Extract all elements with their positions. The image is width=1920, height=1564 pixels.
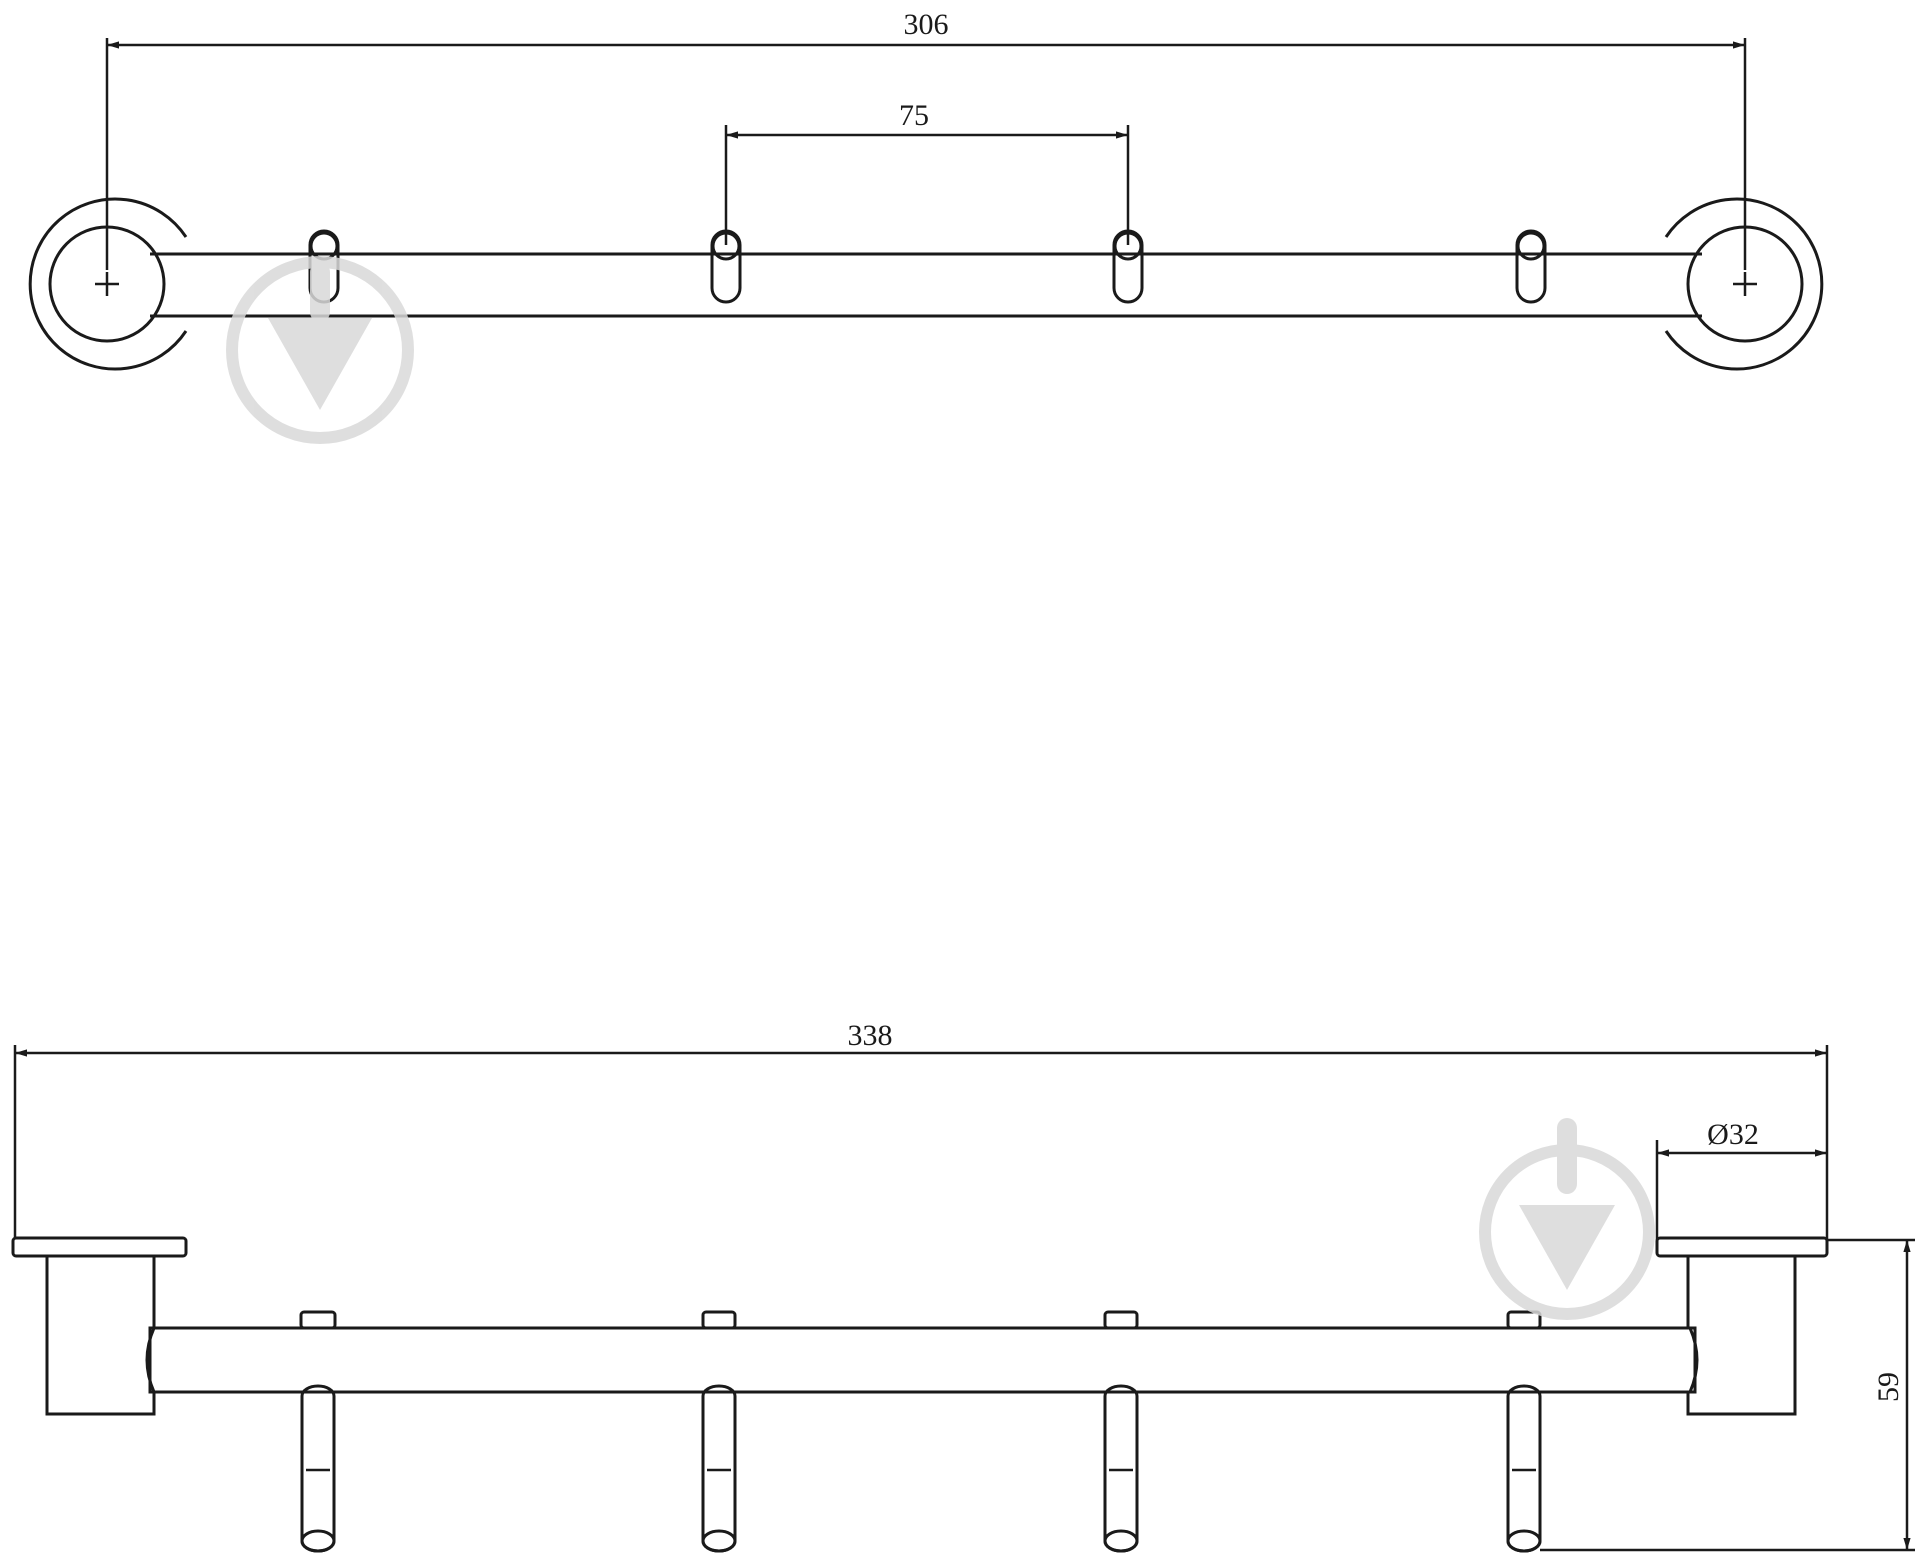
dimension-59: 59 [1540,1238,1915,1552]
dimension-diameter-label: Ø32 [1707,1118,1759,1151]
dimension-59-label: 59 [1872,1372,1905,1402]
top-view: 306 75 [28,8,1824,444]
hook-front-3 [1103,1310,1139,1553]
dimension-diameter: Ø32 [1655,1118,1827,1240]
watermark-logo-front [1479,1118,1655,1320]
front-view: 338 Ø32 59 [11,1019,1915,1553]
dimension-75-label: 75 [899,99,929,132]
dimension-338-label: 338 [848,1019,893,1052]
hook-top-4 [1515,229,1547,304]
rosette-right-top [1664,197,1824,371]
hook-top-2 [710,229,742,304]
dimension-75: 75 [724,99,1130,245]
bar-top [150,252,1702,318]
rosette-left-top [28,197,188,371]
dimension-306: 306 [105,8,1747,270]
bar-front [145,1326,1699,1394]
dimension-306-label: 306 [904,8,949,41]
hook-front-2 [701,1310,737,1553]
dimension-338: 338 [13,1019,1829,1250]
hook-top-3 [1112,229,1144,304]
watermark-logo-top [226,256,414,444]
hook-front-4 [1506,1310,1542,1553]
hook-front-1 [299,1310,337,1553]
